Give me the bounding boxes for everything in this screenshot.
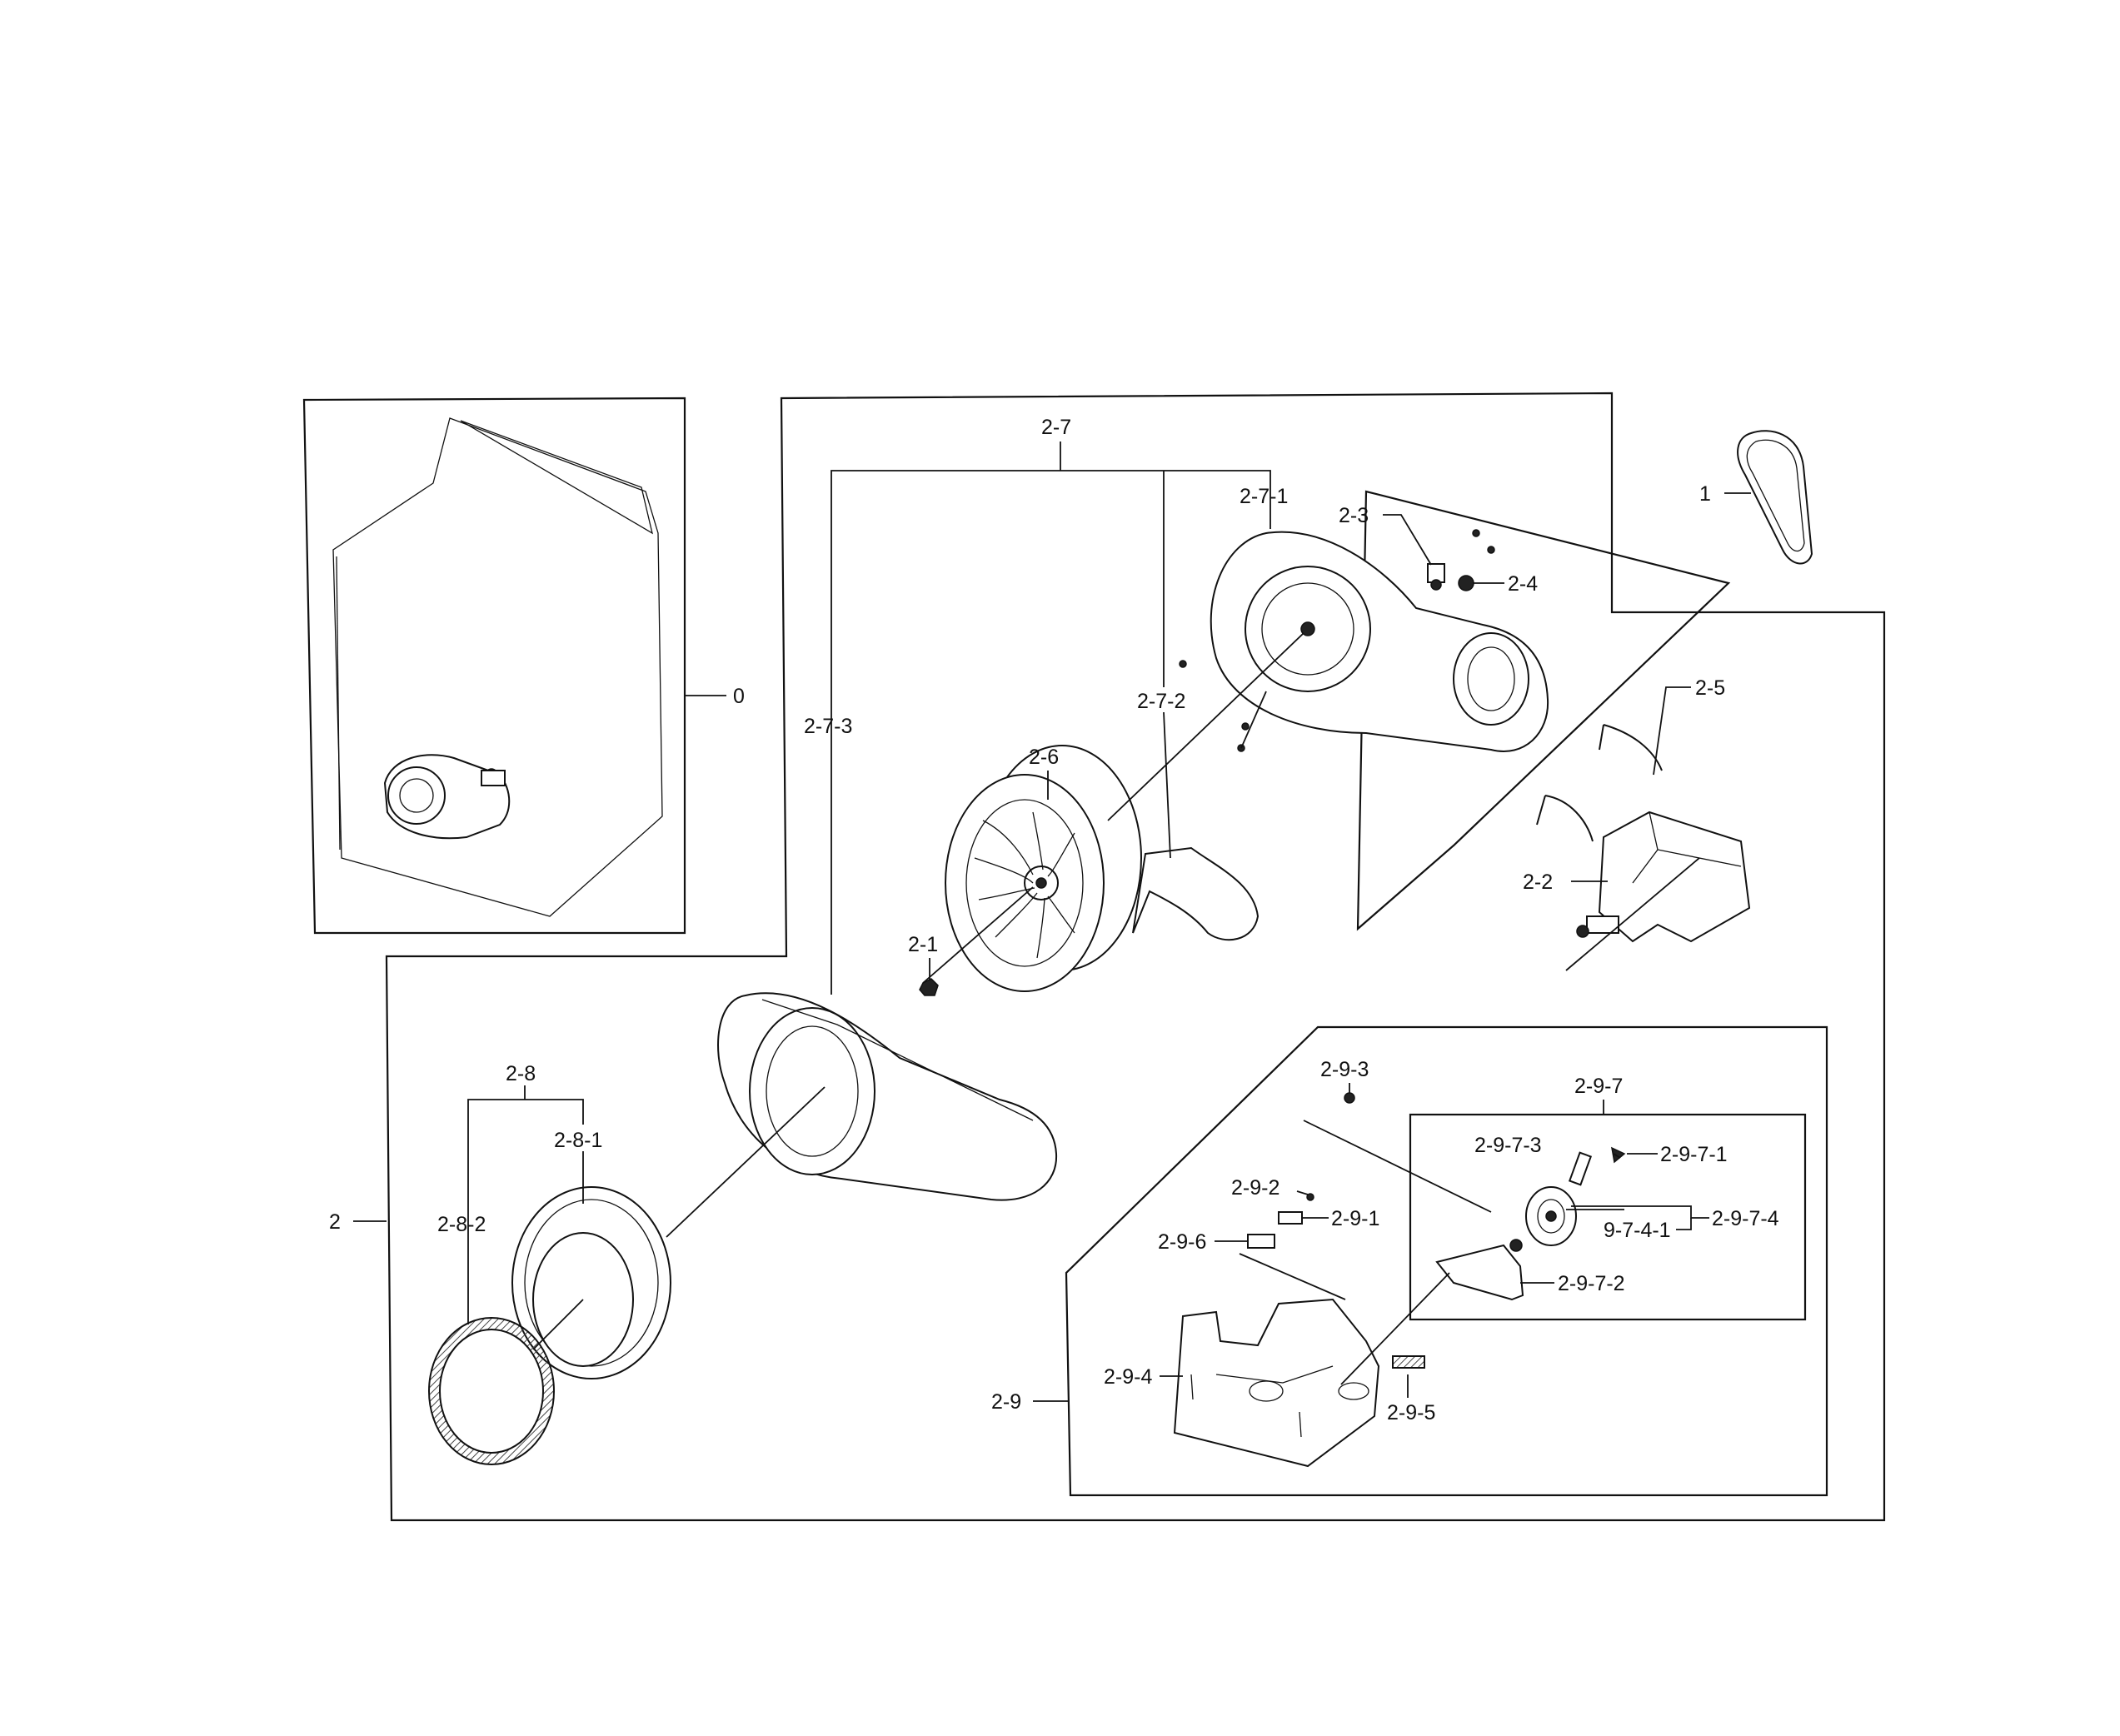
dryer-cabinet-part: [332, 417, 663, 917]
callout-0: 0: [733, 685, 745, 708]
callout-2-9-5: 2-9-5: [1387, 1401, 1435, 1424]
group-frame-2: [385, 392, 1886, 1522]
leader-lines: [353, 441, 1751, 1402]
callout-2-7: 2-7: [1041, 416, 1071, 439]
drive-motor-part: [1576, 811, 1751, 943]
switch-2-9-1-part: [1278, 1211, 1303, 1225]
callout-2-7-2: 2-7-2: [1137, 690, 1185, 713]
rear-duct-housing-part: [1210, 531, 1549, 752]
callout-2-9-7-1: 2-9-7-1: [1660, 1143, 1728, 1166]
callout-2-4: 2-4: [1508, 572, 1538, 596]
callout-2-9-7-2: 2-9-7-2: [1558, 1272, 1625, 1295]
callout-2-9-7: 2-9-7: [1574, 1075, 1623, 1098]
callout-labels: 0 1 2 2-1 2-2 2-3 2-4 2-5 2-6 2-7 2-7-1 …: [329, 416, 1779, 1424]
gasket-part: [428, 1317, 555, 1465]
callout-2: 2: [329, 1210, 341, 1234]
spring-part: [1392, 1355, 1425, 1369]
screw-2-9-3-part: [1344, 1092, 1355, 1104]
nut-2-4-part: [1458, 575, 1474, 591]
blower-impeller-part: [945, 745, 1142, 992]
callout-2-9-1: 2-9-1: [1331, 1207, 1379, 1230]
callout-2-9-3: 2-9-3: [1320, 1058, 1369, 1081]
callout-1: 1: [1699, 482, 1711, 506]
callout-2-8-2: 2-8-2: [437, 1213, 486, 1236]
callout-2-9-2: 2-9-2: [1231, 1176, 1279, 1200]
callout-2-1: 2-1: [908, 933, 938, 956]
drive-belt-part: [1737, 430, 1813, 565]
callout-2-9-7-3: 2-9-7-3: [1474, 1134, 1542, 1157]
callout-2-8: 2-8: [506, 1062, 536, 1085]
group-frame-0: [302, 397, 686, 935]
callout-2-7-1: 2-7-1: [1240, 485, 1288, 508]
pulley-arm-part: [1435, 1239, 1524, 1301]
duct-flap-part: [1132, 846, 1260, 941]
pulley-shaft-part: [1568, 1146, 1626, 1186]
sensor-2-9-6-part: [1247, 1234, 1275, 1249]
callout-2-7-3: 2-7-3: [804, 715, 852, 738]
callout-2-6: 2-6: [1029, 746, 1059, 769]
callout-9-7-4-1: 9-7-4-1: [1604, 1219, 1671, 1242]
callout-2-3: 2-3: [1339, 504, 1369, 527]
motor-bracket-part: [1173, 1298, 1380, 1468]
callout-2-9: 2-9: [991, 1390, 1021, 1414]
front-duct-housing-part: [717, 992, 1058, 1201]
callout-2-2: 2-2: [1523, 870, 1553, 894]
nut-2-1-part: [919, 978, 939, 996]
callout-2-8-1: 2-8-1: [554, 1129, 602, 1152]
screw-2-9-2-part: [1306, 1193, 1314, 1201]
group-frame-2-9: [1065, 1025, 1828, 1497]
fitting-2-3-part: [1427, 529, 1495, 591]
callout-2-9-7-4: 2-9-7-4: [1712, 1207, 1779, 1230]
callout-2-5: 2-5: [1695, 676, 1725, 700]
callout-2-9-6: 2-9-6: [1158, 1230, 1206, 1254]
idler-pulley-part: [1525, 1186, 1577, 1246]
callout-2-9-4: 2-9-4: [1104, 1365, 1152, 1389]
motor-clamp-part: [1536, 724, 1663, 842]
group-frame-2-9-7: [1409, 1113, 1807, 1321]
